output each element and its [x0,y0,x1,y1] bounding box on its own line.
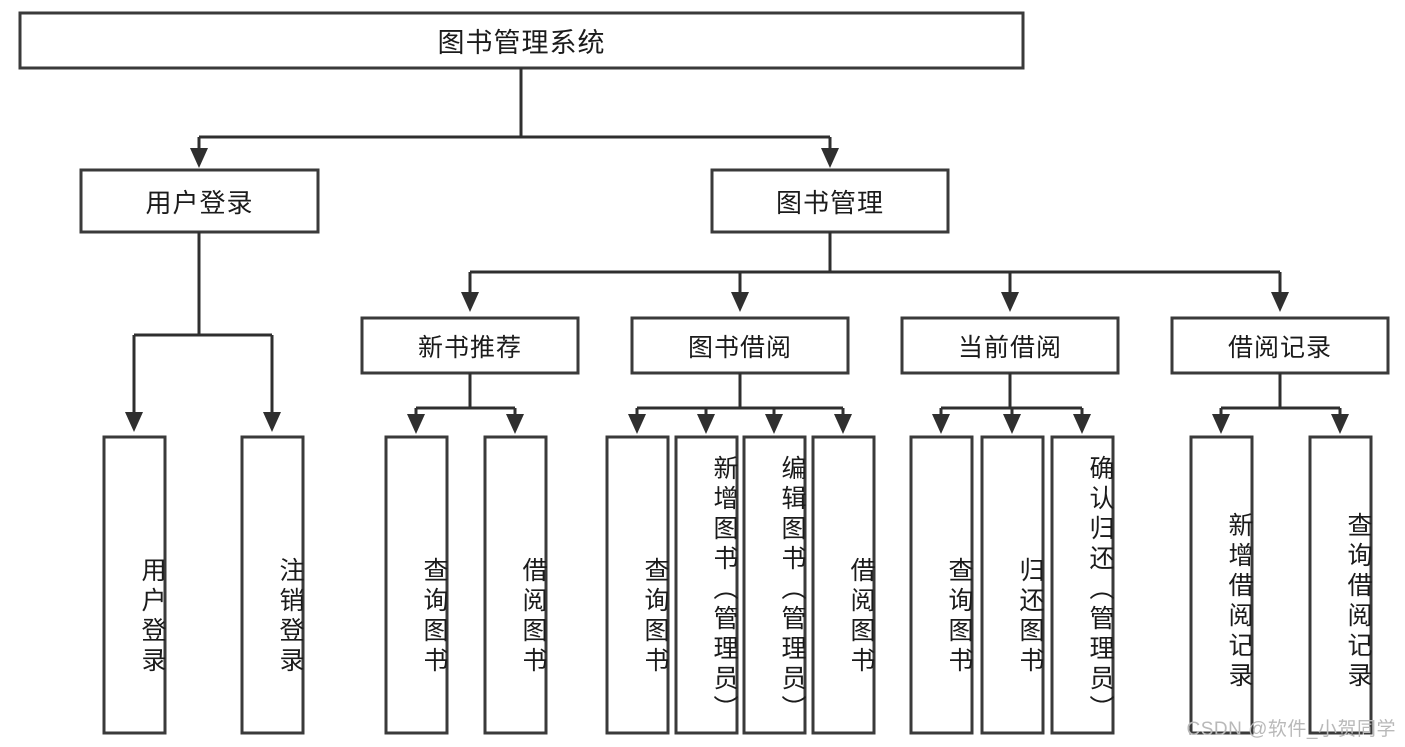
node-box-root[interactable] [18,11,1025,70]
arrow-currentborrow-leaf-0 [932,414,950,434]
leaf-box-new-book-recommend-1[interactable] [483,435,548,735]
arrow-bookborrow-leaf-1 [697,414,715,434]
leaf-box-current-borrow-2[interactable] [1050,435,1115,735]
arrow-newbook-leaf-0 [407,414,425,434]
arrow-userlogin-leaf-1 [263,412,281,432]
leaf-box-user-login-0[interactable] [102,435,167,735]
leaf-box-book-borrow-2[interactable] [742,435,807,735]
connector-userlogin-to-leaves [132,232,274,412]
arrow-newbook-leaf-1 [506,414,524,434]
arrow-root-to-book-management [821,148,839,168]
leaf-box-borrow-record-0[interactable] [1189,435,1254,735]
node-box-user-login[interactable] [79,168,320,234]
leaf-box-current-borrow-1[interactable] [980,435,1045,735]
arrow-currentborrow-leaf-1 [1003,414,1021,434]
leaf-box-book-borrow-1[interactable] [674,435,739,735]
connector-newbook-to-leaves [414,373,517,415]
node-box-new-book-recommend[interactable] [360,316,580,375]
arrow-borrowrecord-leaf-0 [1212,414,1230,434]
connector-borrowrecord-to-leaves [1219,373,1342,415]
node-box-book-borrow[interactable] [630,316,850,375]
connector-root-to-tier2 [197,68,832,150]
arrow-bookmgmt-to-new-book-recommend [461,292,479,312]
arrow-userlogin-leaf-0 [125,412,143,432]
node-box-current-borrow[interactable] [900,316,1120,375]
connector-bookborrow-to-leaves [635,373,845,415]
arrow-bookborrow-leaf-2 [765,414,783,434]
node-box-book-management[interactable] [710,168,950,234]
leaf-box-new-book-recommend-0[interactable] [384,435,449,735]
arrow-bookmgmt-to-book-borrow [731,292,749,312]
leaf-box-borrow-record-1[interactable] [1308,435,1373,735]
connector-currentborrow-to-leaves [939,373,1084,415]
arrow-bookborrow-leaf-0 [628,414,646,434]
arrow-bookmgmt-to-borrow-record [1271,292,1289,312]
arrow-bookborrow-leaf-3 [834,414,852,434]
leaf-box-current-borrow-0[interactable] [909,435,974,735]
leaf-box-book-borrow-0[interactable] [605,435,670,735]
arrow-bookmgmt-to-current-borrow [1001,292,1019,312]
leaf-box-book-borrow-3[interactable] [811,435,876,735]
arrow-currentborrow-leaf-2 [1073,414,1091,434]
arrow-borrowrecord-leaf-1 [1331,414,1349,434]
node-box-borrow-record[interactable] [1170,316,1390,375]
leaf-box-user-login-1[interactable] [240,435,305,735]
arrow-root-to-user-login [190,148,208,168]
connector-bookmgmt-to-tier3 [468,232,1282,292]
